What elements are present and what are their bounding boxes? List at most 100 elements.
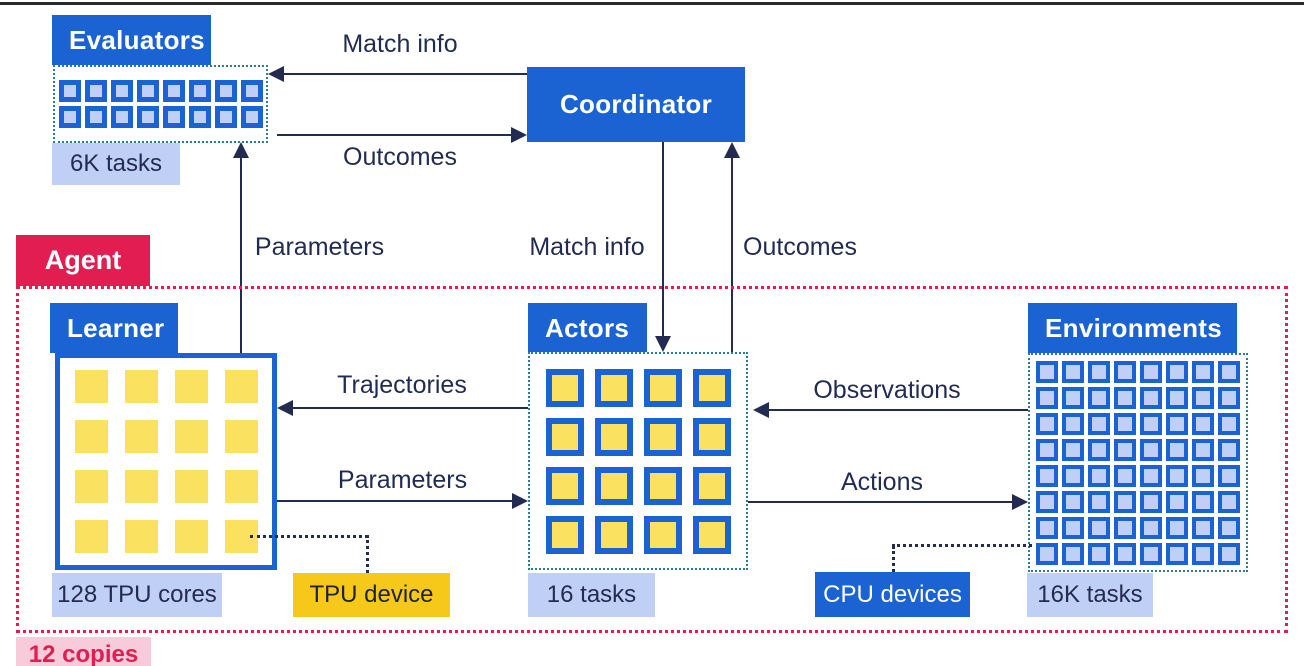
arrow-line-parameters-up <box>240 158 242 353</box>
task-cell <box>1166 464 1188 487</box>
edge-label-outcomes-up: Outcomes <box>743 233 857 261</box>
task-cell <box>240 80 263 102</box>
edge-label-match-info-down: Match info <box>529 233 645 261</box>
task-cell <box>545 417 584 456</box>
arrowhead-trajectories <box>277 400 293 416</box>
task-cell <box>1114 386 1136 409</box>
task-cell <box>162 106 185 128</box>
arrowhead-match-info-top <box>268 66 284 82</box>
evaluators-tasks-text: 6K tasks <box>69 150 163 177</box>
task-cell <box>545 368 584 407</box>
task-cell <box>692 417 731 456</box>
task-cell <box>74 470 108 503</box>
task-cell <box>1062 464 1084 487</box>
task-cell <box>1192 464 1214 487</box>
arrowhead-parameters-to-actors <box>512 493 528 509</box>
learner-core-box <box>55 353 277 570</box>
agent-boundary <box>16 286 1288 633</box>
task-cell <box>1192 412 1214 435</box>
task-cell <box>1062 412 1084 435</box>
agent-label: Agent <box>16 235 150 286</box>
task-cell <box>1218 412 1240 435</box>
task-cell <box>1218 438 1240 461</box>
task-cell <box>692 368 731 407</box>
task-cell <box>1218 360 1240 383</box>
coordinator-node: Coordinator <box>527 67 745 142</box>
cpu-devices-text: CPU devices <box>823 580 962 608</box>
learner-title: Learner <box>67 312 165 343</box>
tpu-device-connector-v <box>366 535 369 573</box>
learner-header: Learner <box>50 303 178 353</box>
environments-title: Environments <box>1045 312 1222 343</box>
task-cell <box>240 106 263 128</box>
task-cell <box>1218 464 1240 487</box>
task-cell <box>1062 438 1084 461</box>
task-cell <box>1166 516 1188 539</box>
task-cell <box>1036 516 1058 539</box>
agent-copies-label: 12 copies <box>16 637 151 666</box>
task-cell <box>1192 516 1214 539</box>
tpu-device-connector-h <box>250 535 368 538</box>
task-cell <box>545 515 584 554</box>
arrowhead-match-info-down <box>655 336 671 352</box>
task-cell <box>1140 464 1162 487</box>
task-cell <box>74 520 108 553</box>
coordinator-title: Coordinator <box>559 89 713 119</box>
evaluators-task-box <box>53 65 268 143</box>
task-cell <box>1192 386 1214 409</box>
arrowhead-actions <box>1012 494 1028 510</box>
task-cell <box>136 106 159 128</box>
task-cell <box>1166 386 1188 409</box>
task-cell <box>1166 542 1188 565</box>
evaluators-title: Evaluators <box>69 24 205 55</box>
task-cell <box>124 370 158 403</box>
task-cell <box>110 80 133 102</box>
learner-cores-label: 128 TPU cores <box>52 573 222 617</box>
environments-tasks-text: 16K tasks <box>1037 581 1143 608</box>
environments-tasks-label: 16K tasks <box>1027 573 1153 617</box>
task-cell <box>1114 490 1136 513</box>
task-cell <box>1140 386 1162 409</box>
task-cell <box>1140 542 1162 565</box>
evaluators-grid <box>58 80 263 128</box>
edge-label-match-info-top: Match info <box>342 30 458 58</box>
arrowhead-observations <box>753 402 769 418</box>
task-cell <box>1192 490 1214 513</box>
task-cell <box>1062 490 1084 513</box>
task-cell <box>110 106 133 128</box>
task-cell <box>224 470 258 503</box>
arrowhead-outcomes-up <box>724 142 740 158</box>
cpu-devices-label: CPU devices <box>815 572 970 617</box>
task-cell <box>1218 386 1240 409</box>
task-cell <box>1088 360 1110 383</box>
task-cell <box>224 370 258 403</box>
task-cell <box>1088 464 1110 487</box>
task-cell <box>1036 438 1058 461</box>
arrow-line-trajectories <box>293 407 528 409</box>
task-cell <box>1062 542 1084 565</box>
environments-grid <box>1036 360 1240 565</box>
task-cell <box>1036 386 1058 409</box>
task-cell <box>1088 490 1110 513</box>
task-cell <box>1140 490 1162 513</box>
task-cell <box>1036 464 1058 487</box>
edge-label-parameters-up: Parameters <box>254 233 385 261</box>
task-cell <box>1192 542 1214 565</box>
arrow-line-actions <box>748 501 1012 503</box>
task-cell <box>643 515 682 554</box>
task-cell <box>1088 542 1110 565</box>
task-cell <box>174 470 208 503</box>
agent-label-text: Agent <box>44 245 122 275</box>
task-cell <box>1062 386 1084 409</box>
task-cell <box>643 368 682 407</box>
edge-label-parameters-to-actors: Parameters <box>337 466 468 494</box>
task-cell <box>124 420 158 453</box>
task-cell <box>1088 438 1110 461</box>
arrow-line-observations <box>769 409 1028 411</box>
task-cell <box>58 80 81 102</box>
task-cell <box>1036 542 1058 565</box>
task-cell <box>1218 542 1240 565</box>
arrowhead-outcomes-top <box>511 127 527 143</box>
task-cell <box>124 470 158 503</box>
task-cell <box>1192 438 1214 461</box>
